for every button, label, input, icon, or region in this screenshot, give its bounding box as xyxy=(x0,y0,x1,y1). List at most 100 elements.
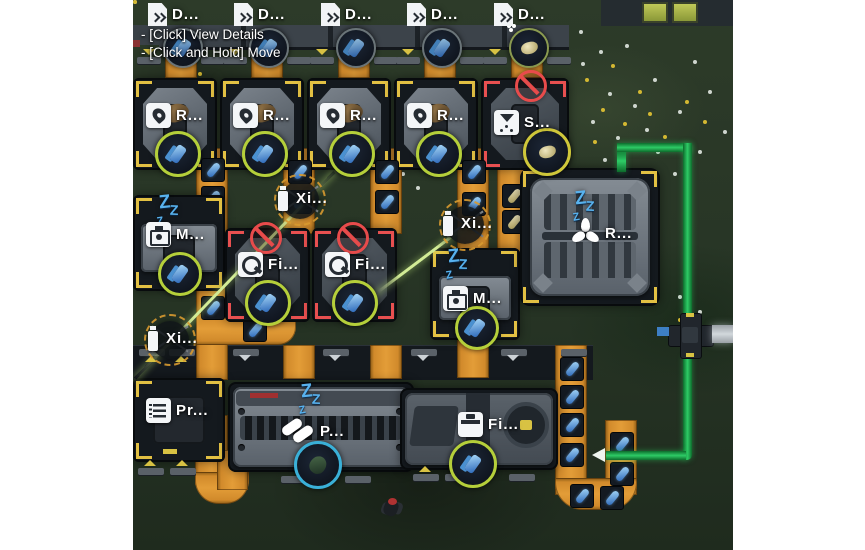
port-tab xyxy=(323,349,349,356)
molder-label[interactable]: M... xyxy=(443,286,502,311)
refiner-label[interactable]: R... xyxy=(407,103,464,128)
flame-icon xyxy=(146,103,171,128)
no-entry-icon xyxy=(515,70,547,102)
pale-ore-icon xyxy=(537,144,557,160)
reactor-label[interactable]: R... xyxy=(570,218,632,248)
document-icon xyxy=(494,3,513,26)
pipe-stub-gray xyxy=(712,325,733,343)
storage-tile[interactable] xyxy=(642,2,668,23)
belt-item xyxy=(560,413,584,437)
power-pole-icon xyxy=(445,211,451,215)
deposit-item-indicator xyxy=(509,28,549,68)
pole-name: Xi... xyxy=(461,215,493,232)
grinder-name: Fi... xyxy=(268,256,299,273)
no-entry-icon xyxy=(337,222,369,254)
refiner-label[interactable]: R... xyxy=(233,103,290,128)
yellow-flowers xyxy=(133,0,137,4)
chevron-down-icon xyxy=(316,49,328,55)
power-pole-icon xyxy=(150,326,156,330)
document-icon xyxy=(321,3,340,26)
deposit-label[interactable]: D... xyxy=(148,3,199,26)
molder-label[interactable]: M... xyxy=(146,222,205,247)
output-item-indicator xyxy=(155,131,201,177)
blue-ore-icon xyxy=(342,143,362,165)
processor-label[interactable]: P... xyxy=(280,416,345,445)
refiner-label[interactable]: R... xyxy=(320,103,377,128)
belt-item xyxy=(375,160,399,184)
grinder-icon xyxy=(325,252,350,277)
red-chip xyxy=(133,40,140,47)
filler-name: Fi... xyxy=(488,416,519,433)
filler-label[interactable]: Fi... xyxy=(458,412,519,437)
belt-item xyxy=(600,486,624,510)
power-pipe[interactable] xyxy=(683,143,692,315)
port-tab xyxy=(137,57,161,64)
chevron-up-icon xyxy=(144,460,156,466)
deposit-item-indicator xyxy=(422,28,462,68)
port-tab xyxy=(170,468,196,475)
deposit-name: D... xyxy=(431,6,459,23)
conveyor-segment[interactable] xyxy=(283,345,315,379)
port-tab xyxy=(287,57,311,64)
flower-marker-icon xyxy=(507,24,511,28)
power-pole[interactable]: Xi... xyxy=(144,314,198,366)
port-tab xyxy=(345,476,371,483)
zzz-icon: ZZZ xyxy=(156,191,179,228)
conveyor-segment[interactable] xyxy=(370,345,402,379)
deposit-label[interactable]: D... xyxy=(407,3,458,26)
grinder-icon xyxy=(238,252,263,277)
belt-item xyxy=(560,357,584,381)
port-tab xyxy=(411,349,437,356)
chevron-down-icon xyxy=(417,355,429,361)
pipe-junction[interactable] xyxy=(668,313,714,359)
fan-icon xyxy=(570,218,601,248)
storage-tile[interactable] xyxy=(672,2,698,23)
pole-name: Xi... xyxy=(166,330,198,347)
deposit-item-indicator xyxy=(249,28,289,68)
grinder-label[interactable]: Fi... xyxy=(238,252,299,277)
sieve-icon xyxy=(494,110,519,135)
output-item-indicator xyxy=(523,128,571,176)
power-pipe[interactable] xyxy=(606,451,686,460)
deposit-label[interactable]: D... xyxy=(321,3,372,26)
document-icon xyxy=(234,3,253,26)
refiner-name: R... xyxy=(437,107,465,124)
chevron-down-icon xyxy=(329,355,341,361)
blue-crystal-icon xyxy=(345,292,365,314)
refiner-label[interactable]: R... xyxy=(146,103,203,128)
output-item-indicator xyxy=(245,280,291,326)
plant-item-icon xyxy=(306,453,330,477)
blue-ore-icon xyxy=(429,143,449,165)
canister-icon xyxy=(458,412,483,437)
output-item-indicator xyxy=(294,441,342,489)
factory-viewport: D... D... D... D... D... - [Click] View … xyxy=(133,0,733,550)
chevron-down-icon xyxy=(229,49,241,55)
grinder-label[interactable]: Fi... xyxy=(325,252,386,277)
deposit-label[interactable]: D... xyxy=(234,3,285,26)
deposit-item-indicator xyxy=(336,28,376,68)
reactor-name: R... xyxy=(605,224,633,242)
port-tab xyxy=(501,349,527,356)
power-pipe[interactable] xyxy=(683,357,692,460)
hover-tooltip: - [Click] View Details - [Click and Hold… xyxy=(141,26,281,62)
power-pole[interactable]: Xi... xyxy=(274,174,327,226)
power-pipe[interactable] xyxy=(617,143,692,152)
belt-item xyxy=(375,190,399,214)
blue-crystal-icon xyxy=(258,292,278,314)
tooltip-line: - [Click] View Details xyxy=(141,27,264,42)
flame-icon xyxy=(407,103,432,128)
sifter-label[interactable]: S... xyxy=(494,110,551,135)
creature[interactable] xyxy=(379,494,403,520)
power-pipe[interactable] xyxy=(617,150,626,172)
deposit-label[interactable]: D... xyxy=(494,3,545,26)
output-item-indicator xyxy=(158,252,202,296)
belt-item xyxy=(560,443,584,467)
chevron-down-icon xyxy=(143,49,155,55)
output-item-indicator xyxy=(329,131,375,177)
port-tab xyxy=(547,57,571,64)
printer-label[interactable]: Pr... xyxy=(146,398,209,423)
power-pole[interactable]: Xi... xyxy=(439,199,493,251)
zzz-icon: ZZZ xyxy=(445,245,468,282)
chevron-down-icon xyxy=(507,355,519,361)
